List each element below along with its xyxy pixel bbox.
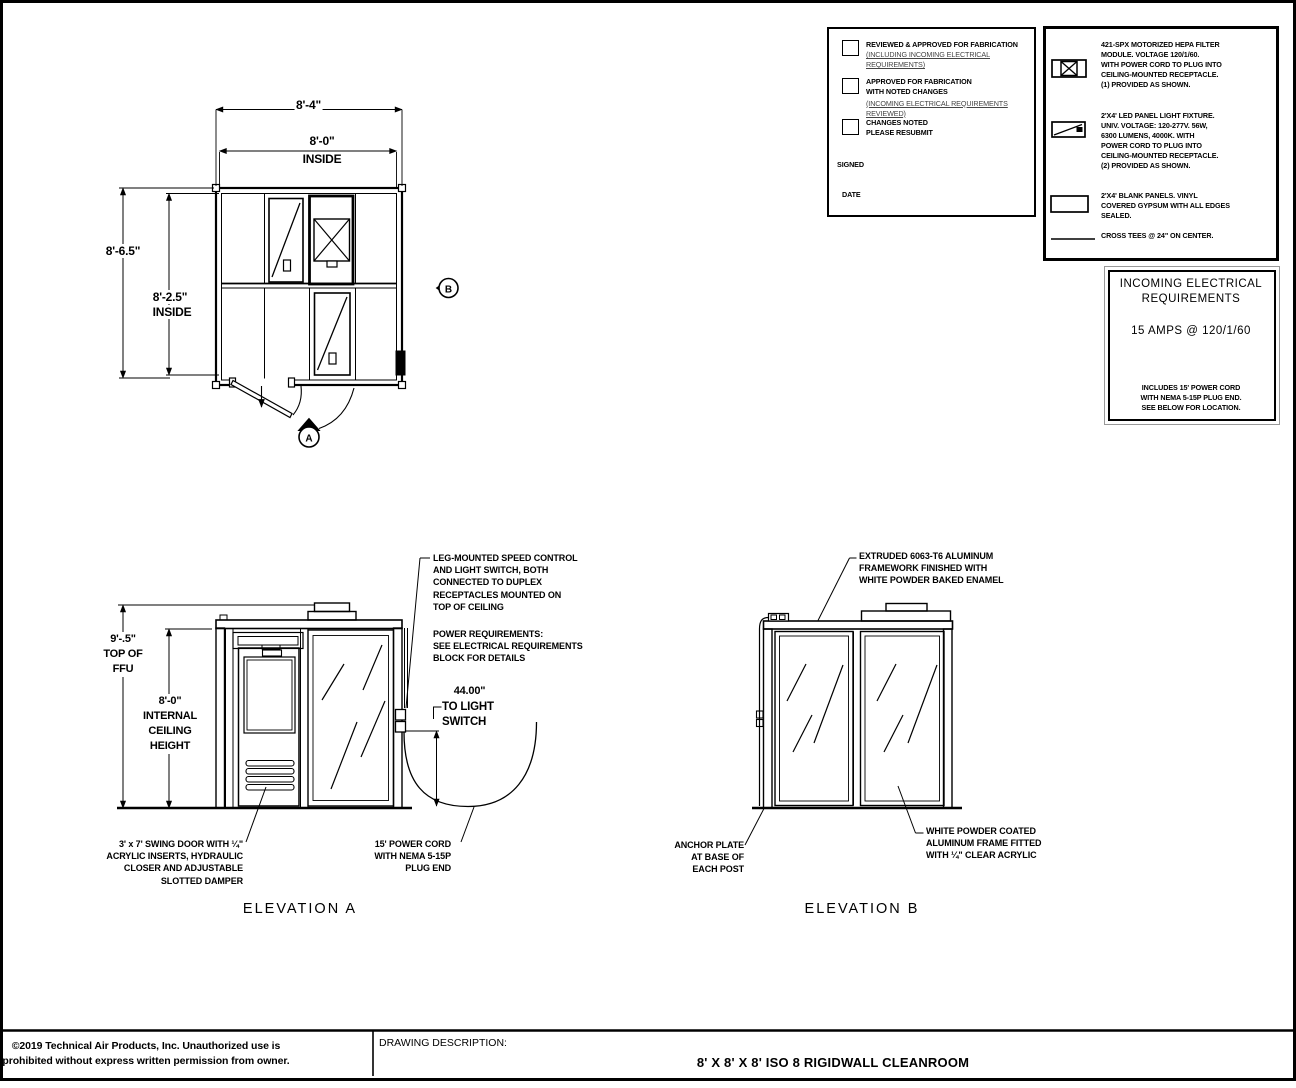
ffu-unit — [860, 602, 952, 622]
marker-a-leader — [318, 387, 355, 430]
elevation-b-title: ELEVATION B — [804, 901, 920, 917]
signed-label: SIGNED — [837, 160, 864, 169]
led-panel-symbol-icon — [1051, 121, 1086, 138]
elev-a-door-label: 3' x 7' SWING DOOR WITH ¼" ACRYLIC INSER… — [106, 839, 243, 886]
approval-item1-sub: (INCLUDING INCOMING ELECTRICAL REQUIREME… — [866, 50, 990, 70]
approval-item2-title: APPROVED FOR FABRICATION WITH NOTED CHAN… — [866, 77, 972, 97]
electrical-block — [1108, 270, 1276, 421]
approval-block: REVIEWED & APPROVED FOR FABRICATION (INC… — [827, 27, 1036, 217]
approval-item2-sub: (INCOMING ELECTRICAL REQUIREMENTS REVIEW… — [866, 98, 1008, 118]
corner-post — [397, 380, 407, 390]
approval-item3-title: CHANGES NOTED PLEASE RESUBMIT — [866, 118, 933, 138]
elev-a-switch-callout: LEG-MOUNTED SPEED CONTROL AND LIGHT SWIT… — [433, 553, 578, 612]
door-latch — [755, 710, 764, 719]
title-block-lines — [0, 1029, 1296, 1076]
power-cord-a — [403, 721, 538, 808]
legend-item-led: 2'X4' LED PANEL LIGHT FIXTURE. UNIV. VOL… — [1101, 110, 1219, 170]
elev-a-switch-height-dim: 44.00" — [453, 685, 486, 697]
plan-view — [211, 183, 407, 430]
plan-width-inner-dim: 8'-0" — [309, 134, 335, 148]
swing-door — [237, 647, 300, 807]
checkbox-changes-noted[interactable] — [842, 119, 859, 135]
plan-height-inner-note: INSIDE — [150, 304, 194, 319]
elev-b-frame-callout: EXTRUDED 6063-T6 ALUMINUM FRAMEWORK FINI… — [859, 551, 1004, 586]
elevation-marker-b: B — [435, 277, 459, 299]
acrylic-panel-a — [307, 629, 395, 807]
door-swing — [230, 379, 302, 419]
ffu-unit — [307, 602, 357, 621]
elev-b-anchor-label: ANCHOR PLATE AT BASE OF EACH POST — [674, 840, 744, 875]
acrylic-panel-b-right — [859, 630, 945, 807]
elevation-marker-a: A — [297, 417, 321, 448]
led-panel-plan-top — [268, 197, 304, 283]
plan-height-outer-dim: 8'-6.5" — [103, 244, 143, 258]
elev-a-ffu-height-dim: 9'-.5" TOP OF FFU — [101, 631, 145, 677]
plan-width-outer-dim: 8'-4" — [294, 98, 323, 112]
checkbox-reviewed-approved[interactable] — [842, 40, 859, 56]
door-latch — [755, 718, 764, 728]
plan-dimensions — [119, 106, 403, 379]
date-label: DATE — [842, 190, 861, 199]
approval-item1-title: REVIEWED & APPROVED FOR FABRICATION — [866, 39, 1018, 49]
hepa-filter-symbol-icon — [1051, 59, 1087, 78]
checkbox-approved-with-changes[interactable] — [842, 78, 859, 94]
legend-item-hepa: 421-SPX MOTORIZED HEPA FILTER MODULE. VO… — [1101, 40, 1222, 90]
plan-height-inner-dim: 8'-2.5" — [150, 289, 190, 304]
marker-b-letter: B — [445, 285, 452, 296]
drawing-description-label: DRAWING DESCRIPTION: — [379, 1037, 507, 1049]
elev-a-power-callout: POWER REQUIREMENTS: SEE ELECTRICAL REQUI… — [433, 629, 583, 664]
electrical-rating: 15 AMPS @ 120/1/60 — [1131, 325, 1251, 337]
door-window — [243, 656, 296, 734]
drawing-description-value: 8' X 8' X 8' ISO 8 RIGIDWALL CLEANROOM — [696, 1055, 970, 1070]
electrical-note: INCLUDES 15' POWER CORD WITH NEMA 5-15P … — [1140, 383, 1242, 412]
electrical-title: INCOMING ELECTRICAL REQUIREMENTS — [1119, 278, 1263, 305]
legend-item-crosstee: CROSS TEES @ 24" ON CENTER. — [1101, 230, 1214, 240]
copyright-notice: ©2019 Technical Air Products, Inc. Unaut… — [2, 1040, 290, 1067]
led-panel-plan-bottom — [313, 292, 351, 376]
electrical-block-outer — [1104, 266, 1280, 425]
elev-a-switch-height-label: TO LIGHT SWITCH — [442, 701, 494, 728]
elevation-b-drawing — [744, 557, 962, 846]
legend-item-blank: 2'X4' BLANK PANELS. VINYL COVERED GYPSUM… — [1101, 190, 1230, 220]
receptacle-plan — [395, 350, 406, 376]
hepa-filter-plan — [308, 194, 355, 286]
plan-width-inner-note: INSIDE — [302, 151, 342, 166]
corner-post — [211, 380, 221, 390]
elev-a-cord-label: 15' POWER CORD WITH NEMA 5-15P PLUG END — [374, 839, 451, 874]
door-jamb — [287, 377, 296, 388]
legend-block — [1043, 26, 1279, 261]
light-switch — [394, 708, 407, 733]
acrylic-panel-b-left — [774, 630, 854, 807]
elev-a-ceiling-height-dim: 8'-0" INTERNAL CEILING HEIGHT — [140, 694, 200, 754]
elevation-a-drawing — [117, 557, 538, 843]
blank-panel-symbol-icon — [1050, 195, 1089, 213]
elevation-a-title: ELEVATION A — [242, 901, 358, 917]
door-closer — [261, 649, 283, 657]
marker-a-letter: A — [305, 434, 312, 445]
door-louvers — [245, 759, 295, 791]
elev-b-acrylic-label: WHITE POWDER COATED ALUMINUM FRAME FITTE… — [926, 826, 1042, 861]
power-cord-b — [758, 612, 790, 806]
